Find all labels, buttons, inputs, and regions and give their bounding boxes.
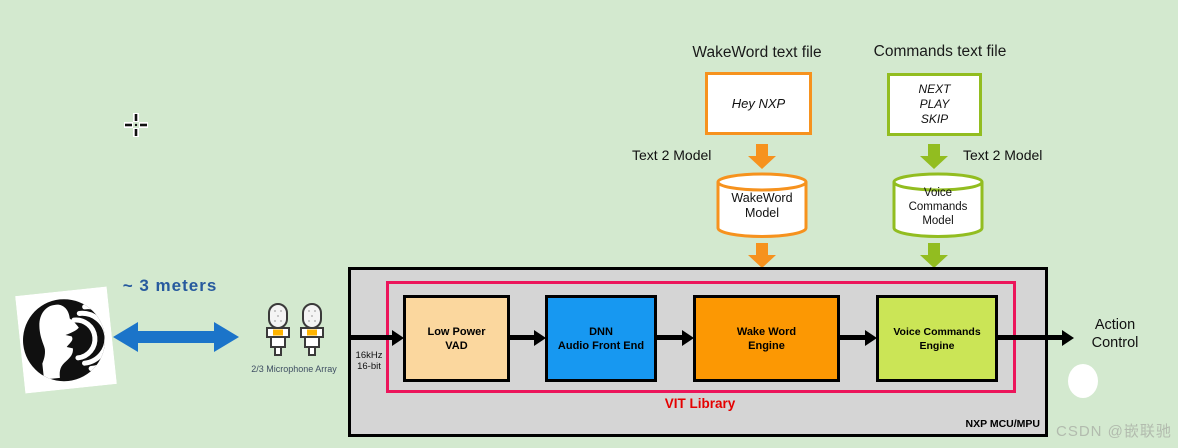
block-label: Engine bbox=[919, 339, 955, 352]
commands-file-line: SKIP bbox=[920, 112, 949, 126]
wakeword-file-content: Hey NXP bbox=[731, 96, 786, 111]
low-power-vad-block: Low Power VAD bbox=[403, 295, 510, 382]
action-indicator-dot bbox=[1068, 364, 1098, 398]
commands-text-file-box: NEXT PLAY SKIP bbox=[887, 73, 982, 136]
block-down-arrow-icon bbox=[920, 243, 948, 268]
voice-commands-model-line1: Voice bbox=[923, 187, 953, 199]
wakeword-file-title: WakeWord text file bbox=[692, 44, 822, 61]
wakeword-text-file-box: Hey NXP bbox=[705, 72, 812, 135]
text2model-label-commands: Text 2 Model bbox=[963, 147, 1043, 163]
wakeword-model-label-line2: Model bbox=[744, 206, 780, 220]
microphone-icon bbox=[300, 303, 324, 356]
microphone-array-caption: 2/3 Microphone Array bbox=[251, 364, 337, 374]
action-control-line2: Control bbox=[1091, 335, 1139, 351]
commands-file-line: NEXT bbox=[918, 82, 951, 96]
input-rate-label: 16kHz 16-bit bbox=[348, 350, 390, 372]
input-rate-line2: 16-bit bbox=[357, 361, 381, 372]
block-label: Engine bbox=[748, 339, 785, 352]
input-rate-line1: 16kHz bbox=[355, 350, 383, 361]
flow-arrow-output bbox=[998, 329, 1074, 346]
flow-arrow-input bbox=[350, 329, 404, 346]
commands-file-title: Commands text file bbox=[873, 43, 1007, 60]
block-label: Wake Word bbox=[736, 325, 797, 338]
microphone-icon bbox=[266, 303, 290, 356]
nxp-mcu-label: NXP MCU/MPU bbox=[965, 418, 1040, 430]
flow-arrow-vad-dnn bbox=[510, 329, 546, 346]
block-label: Audio Front End bbox=[557, 339, 645, 352]
text2model-label-wakeword: Text 2 Model bbox=[632, 147, 712, 163]
block-label: Low Power bbox=[427, 325, 486, 338]
speaking-person-icon bbox=[15, 286, 117, 394]
distance-label: ~ 3 meters bbox=[122, 276, 218, 295]
flow-arrow-wwe-vce bbox=[840, 329, 877, 346]
block-down-arrow-icon bbox=[920, 144, 948, 169]
dnn-audio-front-end-block: DNN Audio Front End bbox=[545, 295, 657, 382]
vit-library-label: VIT Library bbox=[664, 396, 736, 411]
action-control-line1: Action bbox=[1094, 317, 1136, 333]
voice-commands-model-cylinder: Voice Commands Model bbox=[891, 172, 985, 238]
action-control-label: Action Control bbox=[1072, 316, 1158, 352]
block-label: Voice Commands bbox=[893, 325, 981, 338]
commands-file-line: PLAY bbox=[919, 97, 950, 111]
voice-commands-engine-block: Voice Commands Engine bbox=[876, 295, 998, 382]
wake-word-engine-block: Wake Word Engine bbox=[693, 295, 840, 382]
crosshair-cursor-icon bbox=[124, 113, 148, 137]
watermark: CSDN @嵌联驰 bbox=[1056, 423, 1172, 440]
block-down-arrow-icon bbox=[748, 243, 776, 268]
flow-arrow-dnn-wwe bbox=[657, 329, 694, 346]
wakeword-model-label-line1: WakeWord bbox=[731, 191, 793, 205]
double-headed-arrow-icon bbox=[113, 322, 239, 352]
block-label: DNN bbox=[589, 325, 613, 338]
voice-commands-model-line2: Commands bbox=[908, 201, 968, 213]
block-label: VAD bbox=[445, 339, 468, 352]
block-down-arrow-icon bbox=[748, 144, 776, 169]
voice-commands-model-line3: Model bbox=[922, 215, 954, 227]
wakeword-model-cylinder: WakeWord Model bbox=[715, 172, 809, 238]
